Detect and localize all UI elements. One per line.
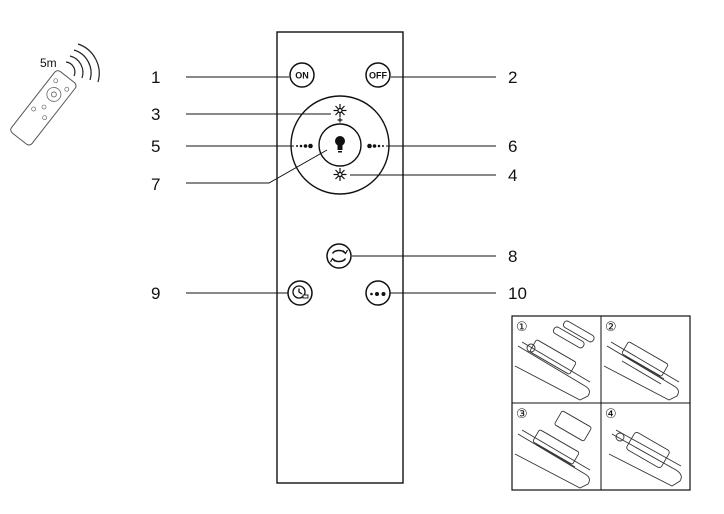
callout-7: 7	[151, 175, 160, 194]
brightness-down-button[interactable]	[333, 168, 347, 181]
small-remote-icon	[10, 70, 77, 146]
callout-5: 5	[151, 137, 160, 156]
dots-icon	[370, 292, 386, 296]
timer-button[interactable]	[287, 280, 313, 306]
off-button[interactable]: OFF	[365, 62, 391, 88]
color-temp-warm-button[interactable]	[296, 143, 313, 149]
callout-1: 1	[151, 68, 160, 87]
remote-back-cover-icon	[514, 410, 592, 489]
remote-back-closed-icon	[608, 429, 682, 487]
battery-step-3-number: ③	[516, 407, 528, 422]
night-dots-button[interactable]	[365, 280, 391, 306]
remote-back-loaded-icon	[603, 341, 680, 401]
center-light-button[interactable]	[318, 123, 362, 167]
brightness-up-button[interactable]	[333, 104, 347, 123]
battery-icon	[552, 320, 595, 349]
on-button-label: ON	[295, 71, 309, 81]
range-illustration: 5m	[10, 43, 100, 146]
battery-step-4: ④	[605, 407, 682, 487]
battery-step-1-number: ①	[516, 320, 528, 335]
brightness-up-icon	[333, 104, 347, 123]
callout-lines	[186, 76, 496, 294]
brightness-down-icon	[333, 168, 347, 181]
cycle-icon	[329, 249, 349, 263]
callout-2: 2	[508, 68, 517, 87]
mode-cycle-button[interactable]	[326, 243, 352, 269]
on-button[interactable]: ON	[289, 62, 315, 88]
dots-left-icon	[296, 143, 313, 149]
color-temp-cool-button[interactable]	[367, 143, 384, 149]
battery-step-1: ①	[514, 320, 595, 401]
callout-10: 10	[508, 284, 527, 303]
callout-8: 8	[508, 247, 517, 266]
signal-waves-icon	[65, 43, 100, 83]
callout-6: 6	[508, 137, 517, 156]
battery-steps: ① ② ③	[511, 315, 691, 491]
callout-3: 3	[151, 105, 160, 124]
battery-step-3: ③	[514, 407, 592, 489]
battery-step-2: ②	[603, 320, 680, 401]
timer-icon	[292, 285, 309, 299]
dots-right-icon	[367, 143, 384, 149]
range-distance-label: 5m	[40, 56, 57, 70]
remote-back-open-icon	[514, 339, 591, 401]
callout-9: 9	[151, 284, 160, 303]
battery-step-2-number: ②	[605, 320, 617, 335]
callout-4: 4	[508, 166, 517, 185]
light-bulb-icon	[335, 136, 345, 153]
off-button-label: OFF	[369, 71, 387, 81]
battery-step-4-number: ④	[605, 407, 617, 422]
